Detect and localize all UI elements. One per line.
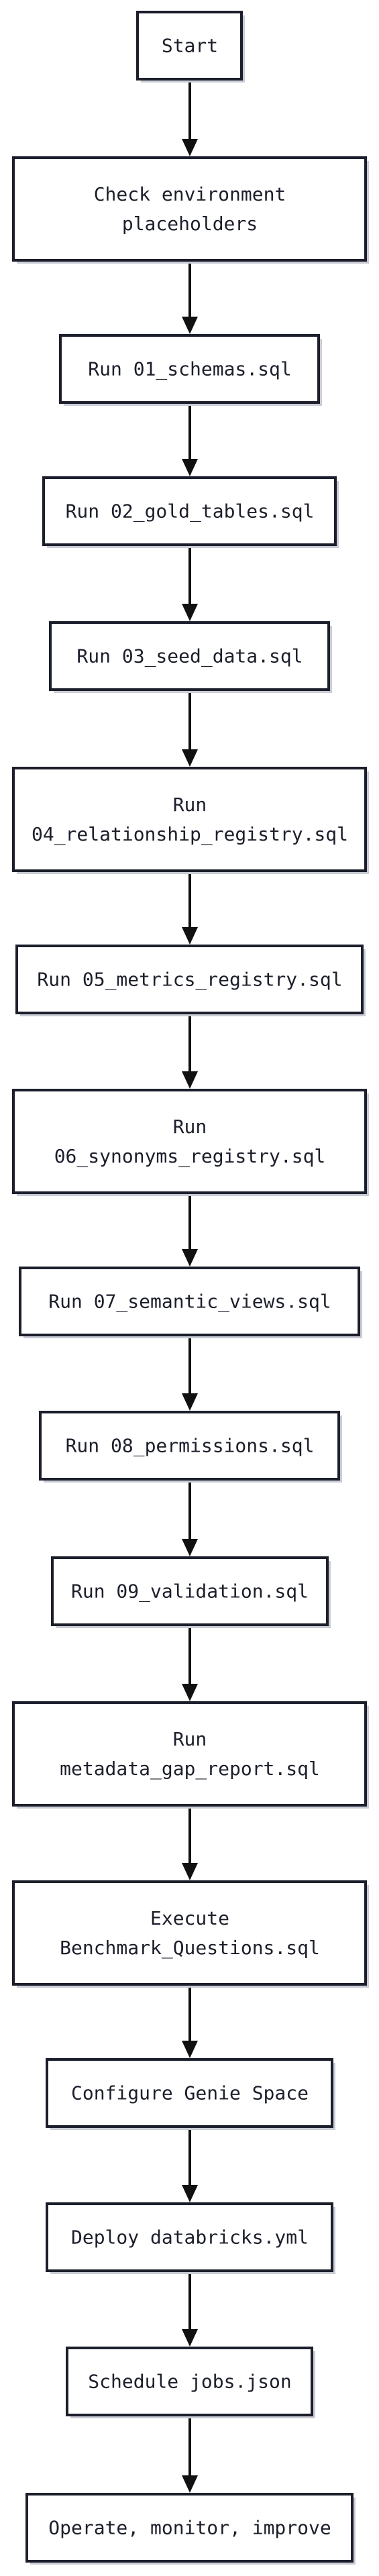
node-label: Run [173, 794, 207, 816]
arrow-head [182, 2329, 198, 2347]
node-box [136, 11, 243, 80]
flow-node-config-genie: Configure Genie Space [46, 2058, 335, 2130]
arrow-head [182, 2185, 198, 2202]
node-label: Operate, monitor, improve [48, 2517, 331, 2539]
flow-arrow [182, 2416, 198, 2493]
node-box [19, 1267, 360, 1336]
node-label: metadata_gap_report.sql [60, 1758, 320, 1780]
arrow-head [182, 1393, 198, 1411]
flow-node-deploy: Deploy databricks.yml [46, 2202, 335, 2274]
flow-node-run-01: Run 01_schemas.sql [59, 334, 322, 406]
arrow-head [182, 1539, 198, 1556]
node-label: Configure Genie Space [71, 2082, 309, 2104]
node-label: Run 02_gold_tables.sql [66, 500, 315, 523]
arrow-head [182, 317, 198, 334]
flow-arrow [182, 1014, 198, 1089]
flow-node-start: Start [136, 11, 245, 83]
flow-node-run-06: Run 06_synonyms_registry.sql [12, 1089, 369, 1196]
node-box [51, 1556, 329, 1626]
node-label: Benchmark_Questions.sql [60, 1937, 320, 1960]
node-box [46, 2058, 333, 2128]
node-label: Run [173, 1116, 207, 1138]
flow-node-operate: Operate, monitor, improve [25, 2493, 356, 2565]
node-label: Run [173, 1728, 207, 1750]
flow-arrow [182, 691, 198, 767]
node-box [25, 2493, 354, 2563]
flow-arrow [182, 872, 198, 945]
arrow-head [182, 927, 198, 945]
arrow-head [182, 459, 198, 476]
node-label: Start [162, 35, 218, 57]
node-box [66, 2347, 313, 2416]
flow-arrow [182, 546, 198, 621]
flow-edges [182, 80, 198, 2493]
arrow-head [182, 1863, 198, 1880]
flow-arrow [182, 1626, 198, 1701]
node-label: 06_synonyms_registry.sql [54, 1145, 326, 1168]
flow-node-run-08: Run 08_permissions.sql [39, 1411, 342, 1483]
arrow-head [182, 139, 198, 156]
node-label: Schedule jobs.json [88, 2371, 291, 2393]
flow-arrow [182, 1807, 198, 1880]
node-label: 04_relationship_registry.sql [32, 823, 348, 846]
arrow-head [182, 1071, 198, 1089]
node-label: Check environment [94, 183, 286, 205]
arrow-head [182, 604, 198, 621]
node-label: Execute [150, 1907, 229, 1929]
flow-node-run-09: Run 09_validation.sql [51, 1556, 331, 1628]
node-box [42, 476, 337, 546]
node-box [39, 1411, 340, 1481]
flow-arrow [182, 1194, 198, 1267]
flow-arrow [182, 2128, 198, 2202]
node-label: Run 08_permissions.sql [66, 1435, 315, 1458]
node-label: Run 09_validation.sql [71, 1580, 309, 1603]
arrow-head [182, 1249, 198, 1267]
arrow-head [182, 749, 198, 767]
flow-arrow [182, 1481, 198, 1556]
flow-arrow [182, 1986, 198, 2058]
node-label: Deploy databricks.yml [71, 2226, 309, 2249]
node-label: placeholders [122, 213, 258, 235]
node-box [15, 945, 364, 1014]
flow-node-run-05: Run 05_metrics_registry.sql [15, 945, 366, 1016]
arrow-head [182, 2041, 198, 2058]
node-box [59, 334, 320, 404]
node-box [12, 1880, 367, 1986]
node-box [12, 767, 367, 872]
node-label: Run 01_schemas.sql [88, 358, 291, 381]
node-box [49, 621, 330, 691]
node-label: Run 03_seed_data.sql [76, 645, 303, 668]
flow-arrow [182, 262, 198, 334]
flow-node-run-03: Run 03_seed_data.sql [49, 621, 332, 693]
node-label: Run 07_semantic_views.sql [48, 1291, 331, 1313]
flow-arrow [182, 80, 198, 156]
flow-node-run-gap: Run metadata_gap_report.sql [12, 1701, 369, 1809]
node-box [46, 2202, 333, 2272]
flow-arrow [182, 2272, 198, 2347]
node-label: Run 05_metrics_registry.sql [37, 969, 342, 991]
flow-arrow [182, 404, 198, 476]
node-box [12, 1089, 367, 1194]
node-box [12, 1701, 367, 1807]
arrow-head [182, 1684, 198, 1701]
flow-node-run-04: Run 04_relationship_registry.sql [12, 767, 369, 874]
arrow-head [182, 2475, 198, 2493]
flow-node-run-07: Run 07_semantic_views.sql [19, 1267, 362, 1338]
flow-arrow [182, 1336, 198, 1411]
flow-node-schedule: Schedule jobs.json [66, 2347, 315, 2418]
flow-node-run-02: Run 02_gold_tables.sql [42, 476, 339, 548]
flow-node-check-env: Check environment placeholders [12, 156, 369, 264]
node-box [12, 156, 367, 262]
